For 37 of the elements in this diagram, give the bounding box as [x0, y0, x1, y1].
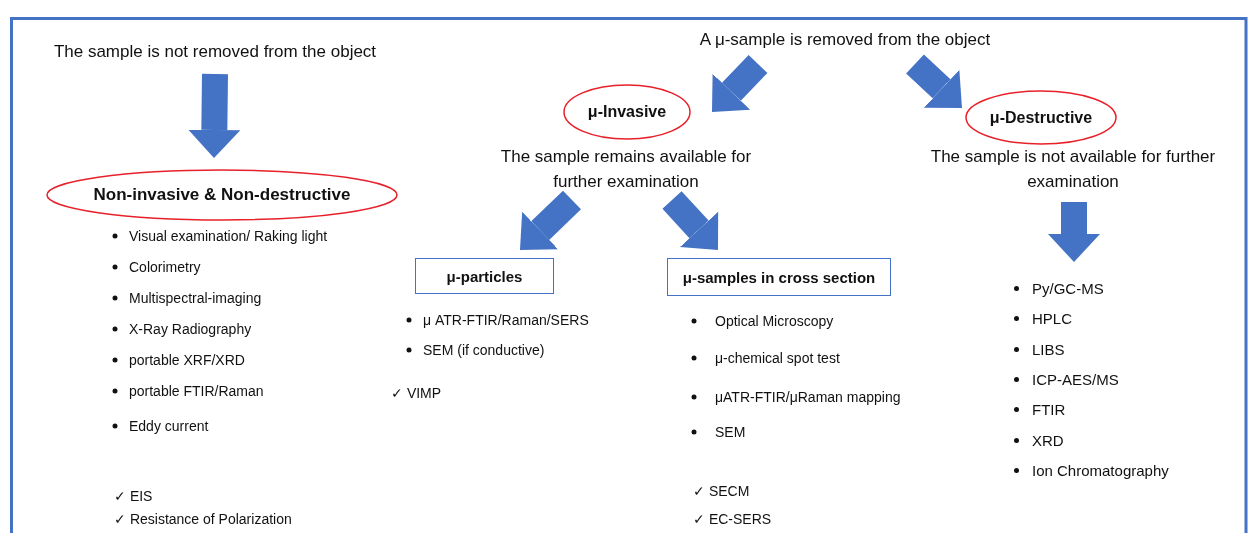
category-title: μ-Invasive: [587, 103, 667, 121]
technique-item: X-Ray Radiography: [129, 320, 252, 338]
category-title: Non-invasive & Non-destructive: [93, 185, 351, 205]
description-text: The sample remains available for further examination: [496, 142, 756, 196]
technique-item: FTIR: [1032, 401, 1066, 419]
technique-item: SEM: [715, 423, 746, 441]
technique-item: ✓ EIS: [114, 487, 153, 505]
description-text: A μ-sample is removed from the object: [680, 24, 1010, 54]
technique-item: ✓ VIMP: [391, 384, 442, 402]
technique-item: XRD: [1032, 431, 1064, 449]
technique-item: Eddy current: [129, 417, 209, 435]
technique-item: ✓ Resistance of Polarization: [114, 510, 292, 528]
technique-item: ✓ EC-SERS: [693, 510, 772, 528]
technique-item: HPLC: [1032, 310, 1072, 328]
ellipse-node: [46, 169, 398, 221]
category-box: μ-particles: [415, 258, 554, 294]
technique-item: ICP-AES/MS: [1032, 370, 1119, 388]
technique-item: ✓ SECM: [693, 482, 750, 500]
technique-item: μATR-FTIR/μRaman mapping: [715, 388, 901, 406]
technique-item: portable FTIR/Raman: [129, 382, 264, 400]
technique-item: Visual examination/ Raking light: [129, 227, 328, 245]
ellipse-node: [965, 90, 1117, 145]
category-title: μ-Destructive: [989, 108, 1093, 127]
technique-item: Py/GC-MS: [1032, 280, 1104, 297]
technique-item: SEM (if conductive): [423, 341, 545, 359]
technique-item: LIBS: [1032, 340, 1065, 358]
technique-item: portable XRF/XRD: [129, 351, 245, 369]
description-text: The sample is not removed from the object: [20, 36, 410, 66]
category-box: μ-samples in cross section: [667, 258, 891, 296]
ellipse-node: [563, 84, 691, 140]
technique-item: μ ATR-FTIR/Raman/SERS: [423, 311, 589, 329]
technique-item: μ-chemical spot test: [715, 349, 840, 367]
technique-item: Ion Chromatography: [1032, 461, 1169, 479]
technique-item: Colorimetry: [129, 258, 201, 276]
description-text: The sample is not available for further examination: [900, 142, 1246, 196]
technique-item: Optical Microscopy: [715, 312, 834, 330]
technique-item: Multispectral-imaging: [129, 289, 262, 307]
